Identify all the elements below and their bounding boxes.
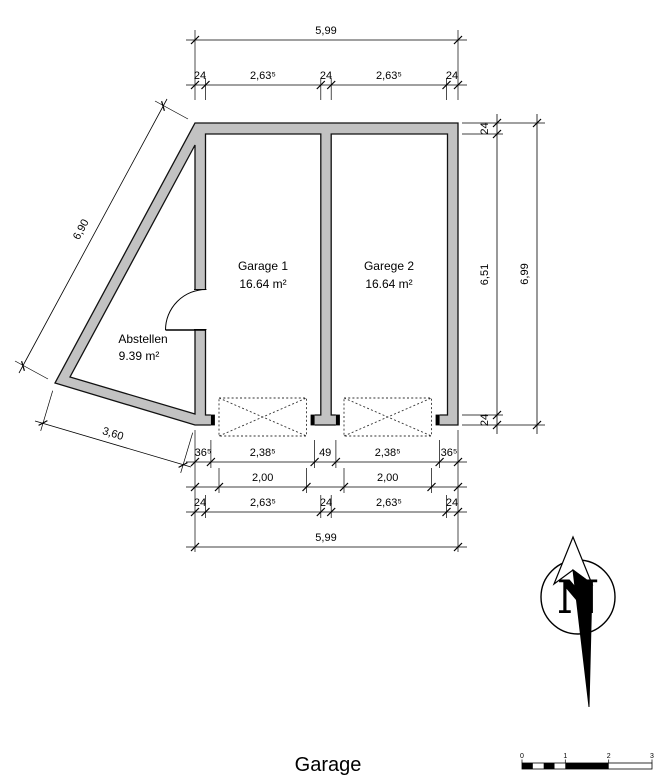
room-labels: Garage 1 16.64 m² Garege 2 16.64 m² Abst… (118, 259, 414, 363)
dim-bottom-overall-label: 5,99 (315, 532, 336, 544)
scale-2: 2 (607, 753, 611, 760)
dim-b2-2: 2,00 (377, 472, 398, 484)
dim-b3-3: 24 (320, 497, 332, 509)
walls (54, 122, 459, 426)
scale-bar: 0 1 2 3 (520, 753, 654, 770)
north-arrow: N (540, 535, 616, 708)
dim-top-1: 24 (194, 70, 206, 82)
dim-left-diagonal-label: 6,90 (71, 217, 92, 242)
dim-top-detail: 24 2,63⁵ 24 2,63⁵ 24 (186, 70, 467, 100)
jamb-3 (335, 414, 340, 426)
room-name-garage2: Garege 2 (364, 259, 414, 273)
scale-1: 1 (563, 753, 567, 760)
jamb-2 (310, 414, 315, 426)
dim-right-overall-label: 6,99 (519, 263, 531, 284)
scale-seg-c (565, 763, 609, 769)
room-area-garage2: 16.64 m² (365, 277, 412, 291)
scale-3: 3 (650, 753, 654, 760)
dim-bottom-diagonal-label: 3,60 (101, 425, 125, 443)
dim-top-2: 2,63⁵ (250, 70, 276, 82)
interior-door (165, 289, 208, 331)
dim-bottom-row1: 36⁵ 2,38⁵ 49 2,38⁵ 36⁵ (186, 440, 467, 468)
jamb-1 (210, 414, 215, 426)
jamb-4 (435, 414, 440, 426)
dim-left-diagonal: 6,90 (14, 98, 189, 380)
dim-top-overall-label: 5,99 (315, 25, 336, 37)
door-gap (193, 289, 208, 330)
dim-b3-5: 24 (446, 497, 458, 509)
dim-b1-3: 49 (319, 447, 331, 459)
north-label: N (557, 570, 599, 624)
scale-seg-a (522, 763, 533, 769)
garage-door-2-symbol (343, 397, 432, 437)
door-opening-1 (210, 413, 315, 427)
scale-seg-b (543, 763, 555, 769)
dim-top-4: 2,63⁵ (376, 70, 402, 82)
garage-door-openings (210, 397, 440, 437)
dim-b1-2: 2,38⁵ (250, 447, 276, 459)
room-name-abstellen: Abstellen (118, 332, 167, 346)
room-area-abstellen: 9.39 m² (119, 349, 160, 363)
dim-bottom-diagonal: 3,60 (34, 390, 194, 474)
dim-right-overall: 6,99 (519, 114, 542, 434)
door-swing-arc (165, 289, 207, 331)
dim-b3-2: 2,63⁵ (250, 497, 276, 509)
dim-right-bottom24: 24 (479, 414, 491, 426)
dim-b2-1: 2,00 (252, 472, 273, 484)
wall-outline (54, 122, 459, 426)
dim-bottom-row2: 2,00 2,00 (186, 468, 467, 493)
dim-right-inner: 24 6,51 24 (462, 114, 545, 434)
room-name-garage1: Garage 1 (238, 259, 288, 273)
north-needle-tail (572, 568, 593, 708)
drawing-title: Garage (295, 754, 362, 776)
dim-top-5: 24 (446, 70, 458, 82)
dim-top-3: 24 (320, 70, 332, 82)
dim-right-651: 6,51 (479, 264, 491, 285)
dim-top-overall: 5,99 (186, 25, 467, 100)
garage-door-1-symbol (218, 397, 307, 437)
dim-b1-4: 2,38⁵ (375, 447, 401, 459)
dim-b3-4: 2,63⁵ (376, 497, 402, 509)
dim-b1-1: 36⁵ (195, 447, 212, 459)
scale-0: 0 (520, 753, 524, 760)
dim-bottom-row3: 24 2,63⁵ 24 2,63⁵ 24 (186, 495, 467, 518)
dim-b1-5: 36⁵ (441, 447, 458, 459)
dim-b3-1: 24 (194, 497, 206, 509)
door-opening-2 (335, 413, 440, 427)
dim-right-top24: 24 (479, 122, 491, 134)
dim-bottom-overall: 5,99 (186, 532, 467, 552)
dim-bottom-extlines (194, 430, 459, 552)
room-area-garage1: 16.64 m² (239, 277, 286, 291)
